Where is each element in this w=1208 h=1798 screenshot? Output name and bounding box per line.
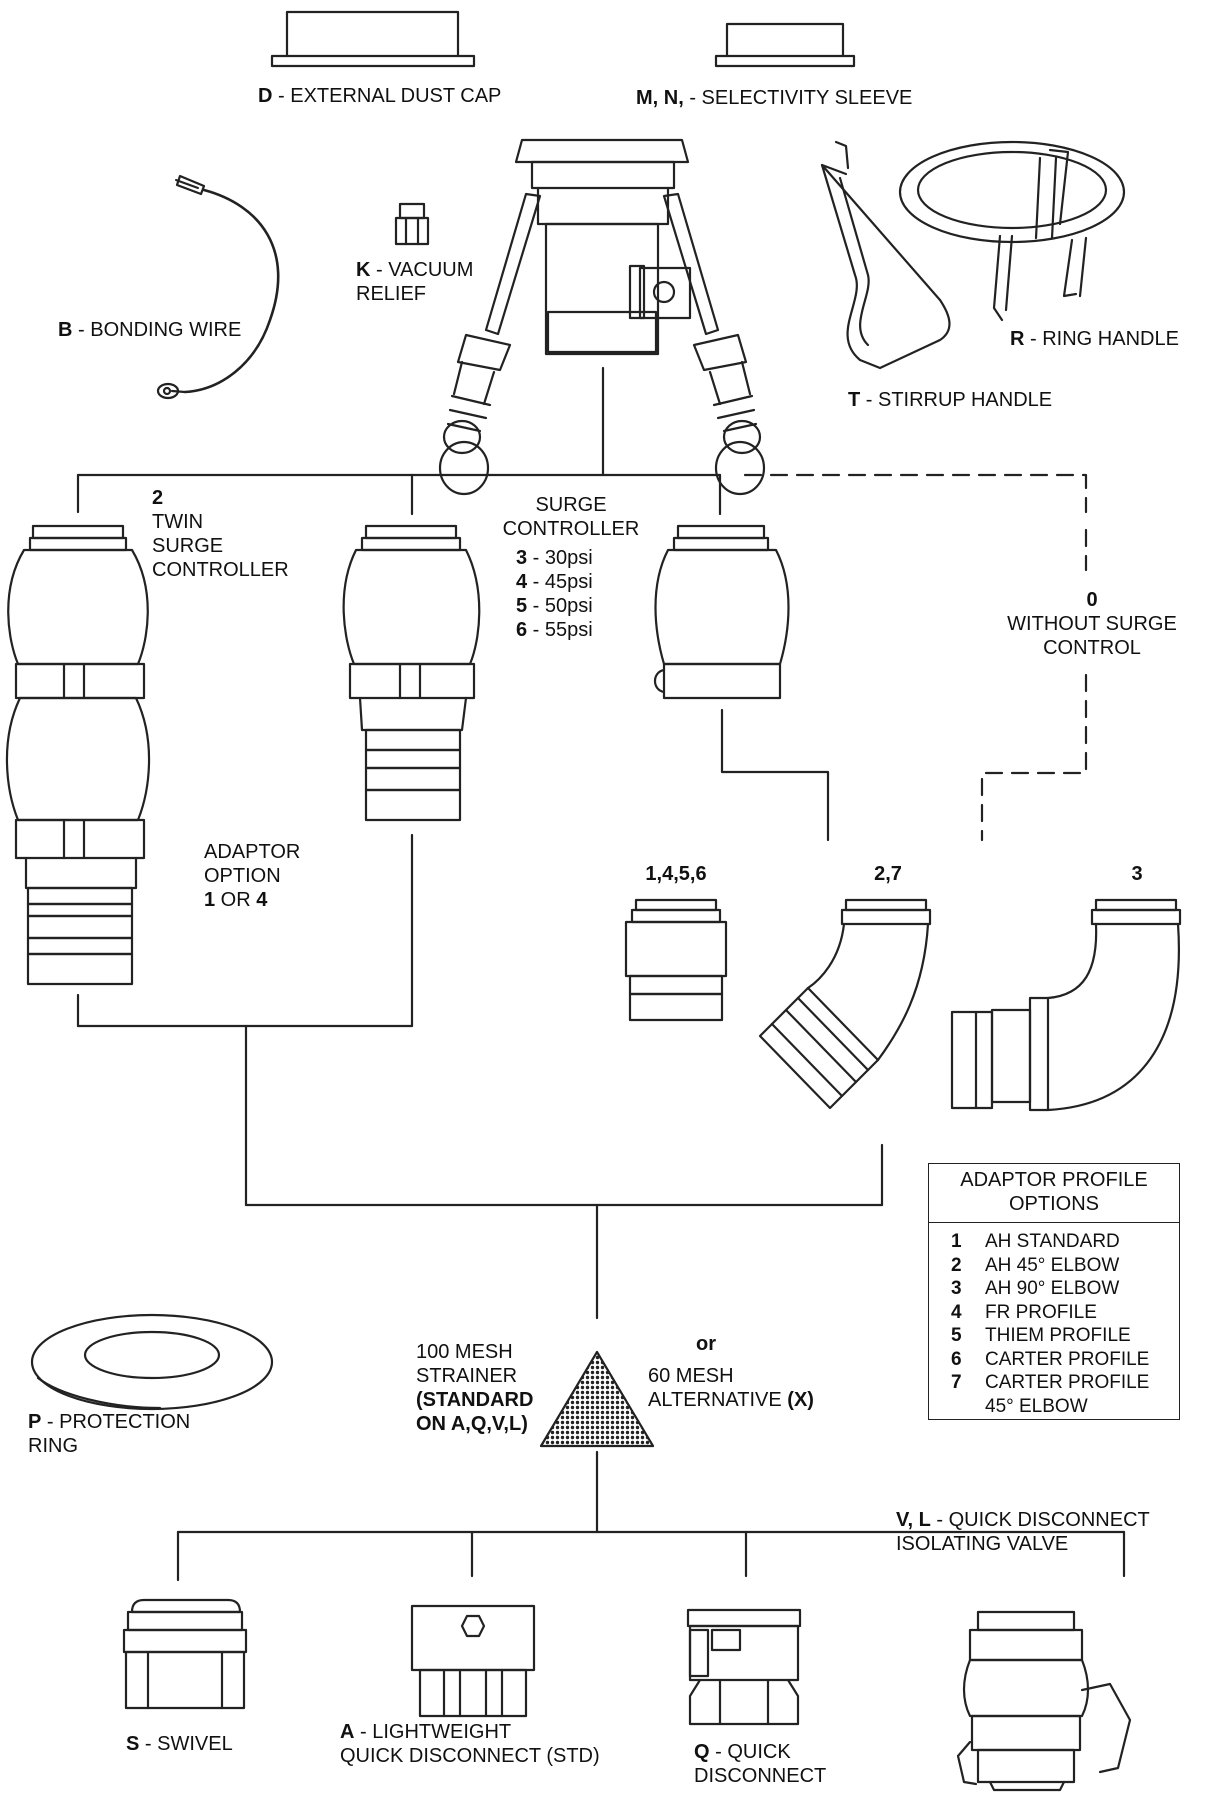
surge-controller-drawing — [653, 524, 790, 700]
protection-ring-drawing — [30, 1313, 274, 1411]
swivel-drawing — [122, 1598, 248, 1710]
strainer-or-label: or — [696, 1333, 716, 1355]
straight-adaptor-drawing — [624, 898, 728, 1022]
quick-disconnect-drawing — [686, 1608, 802, 1726]
selectivity-sleeve-drawing — [714, 22, 856, 68]
surge-option-30: 3 - 30psi — [516, 547, 593, 569]
surge-option-45: 4 - 45psi — [516, 571, 593, 593]
strainer-drawing — [539, 1350, 655, 1448]
twin-surge-controller-drawing — [5, 524, 151, 986]
surge-pressure-options: 3 - 30psi 4 - 45psi 5 - 50psi 6 - 55psi — [516, 546, 593, 642]
top-connector-lines — [76, 366, 1088, 842]
surge-option-55: 6 - 55psi — [516, 619, 593, 641]
stirrup-handle-drawing — [820, 140, 951, 370]
swivel-label: S - SWIVEL — [126, 1733, 233, 1755]
profile-group-elbow45: 2,7 — [874, 863, 902, 885]
external-dust-cap-drawing — [270, 10, 476, 68]
main-coupler-drawing — [438, 138, 766, 496]
stirrup-handle-label: T - STIRRUP HANDLE — [848, 389, 1053, 411]
selectivity-sleeve-label: M, N, - SELECTIVITY SLEEVE — [636, 87, 913, 109]
elbow-45-drawing — [758, 898, 932, 1110]
surge-controller-with-adaptor-drawing — [342, 524, 481, 822]
elbow-90-drawing — [950, 898, 1182, 1112]
profile-group-straight: 1,4,5,6 — [645, 863, 707, 885]
ring-handle-drawing — [898, 140, 1126, 322]
dust-cap-label: D - EXTERNAL DUST CAP — [258, 85, 502, 107]
legend-item-continuation: 45° ELBOW — [985, 1395, 1088, 1417]
lightweight-quick-disconnect-drawing — [410, 1604, 536, 1718]
qd-isolating-valve-drawing — [956, 1610, 1132, 1792]
profile-group-elbow90: 3 — [1131, 863, 1143, 885]
surge-option-50: 5 - 50psi — [516, 595, 593, 617]
vacuum-relief-drawing — [394, 202, 430, 246]
ring-handle-label: R - RING HANDLE — [1010, 328, 1179, 350]
legend-divider — [929, 1222, 1179, 1223]
bonding-wire-label: B - BONDING WIRE — [58, 319, 242, 341]
bonding-wire-drawing — [156, 174, 280, 400]
mid-connector-lines — [76, 708, 1126, 1582]
